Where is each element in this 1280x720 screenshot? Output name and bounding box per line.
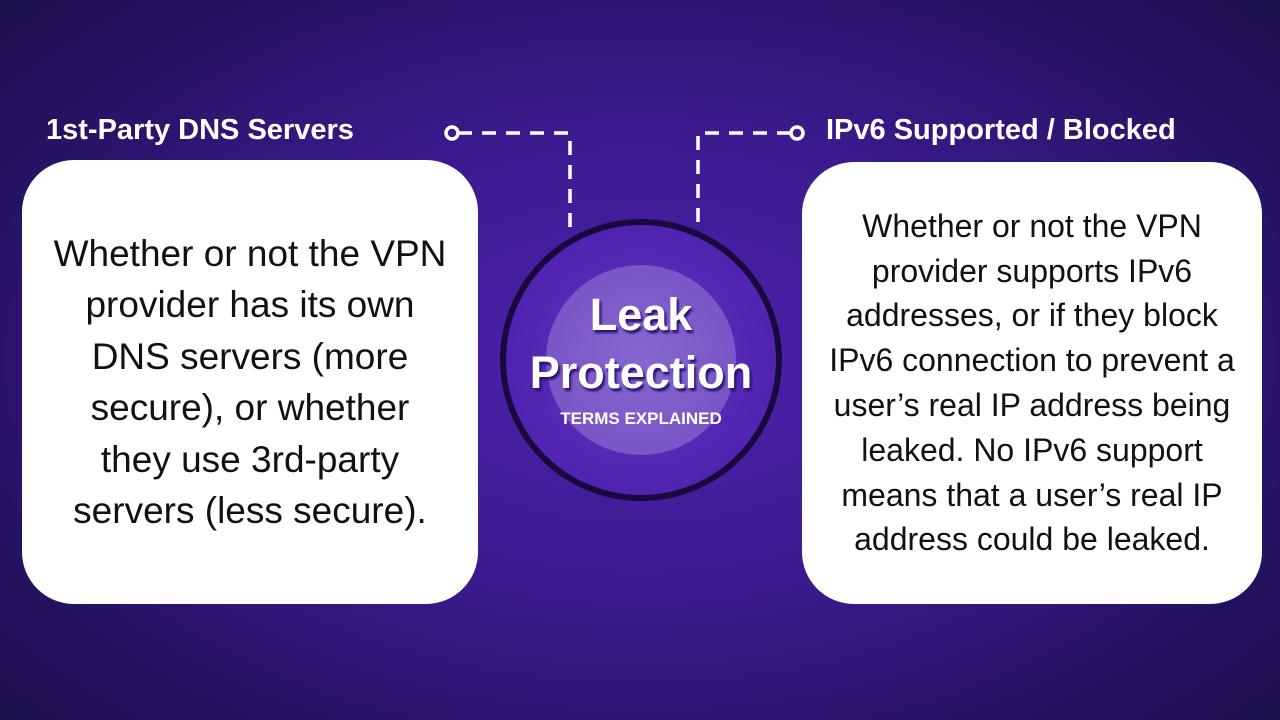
right-connector-line — [696, 131, 791, 228]
hub-title-line1: Leak — [589, 289, 693, 340]
right-description: Whether or not the VPN provider supports… — [829, 207, 1235, 558]
right-description-card: Whether or not the VPN provider supports… — [802, 162, 1262, 604]
left-connector-line — [458, 131, 572, 232]
leak-protection-emblem: Leak Protection TERMS EXPLAINED — [500, 219, 782, 501]
hub-subtitle: TERMS EXPLAINED — [560, 409, 722, 428]
left-description-card: Whether or not the VPN provider has its … — [22, 160, 478, 604]
left-description: Whether or not the VPN provider has its … — [53, 232, 447, 532]
hub-title-line2: Protection — [529, 347, 753, 398]
right-term-title: IPv6 Supported / Blocked — [826, 114, 1176, 146]
leak-emblem-icon — [546, 265, 736, 455]
right-connector-node-icon — [789, 125, 805, 141]
left-term-title: 1st-Party DNS Servers — [46, 114, 354, 146]
left-connector-node-icon — [444, 125, 460, 141]
